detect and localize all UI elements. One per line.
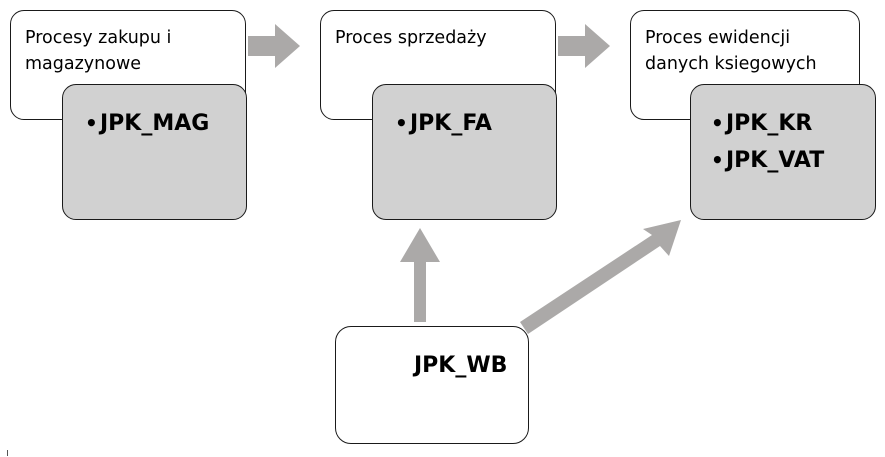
document-box-sales: •JPK_FA xyxy=(372,84,557,220)
source-label: JPK_WB xyxy=(414,353,508,378)
source-box-bank-statement: JPK_WB xyxy=(335,326,529,444)
document-label: JPK_KR xyxy=(726,111,813,136)
process-box-purchasing: Procesy zakupu i magazynowe xyxy=(10,10,246,120)
source-to-accounting-arrow xyxy=(520,220,681,334)
document-item: •JPK_FA xyxy=(395,111,492,136)
process-label-sales: Proces sprzedaży xyxy=(335,28,487,48)
process-label-purchasing: Procesy zakupu i magazynowe xyxy=(25,28,172,74)
document-label: JPK_MAG xyxy=(100,111,210,136)
document-label: JPK_VAT xyxy=(726,148,825,173)
process-flow-arrow-1 xyxy=(248,24,300,68)
document-item: •JPK_VAT xyxy=(711,148,825,173)
document-box-accounting: •JPK_KR •JPK_VAT xyxy=(690,84,876,220)
edge-tick xyxy=(7,450,8,456)
document-item: •JPK_MAG xyxy=(85,111,210,136)
document-label: JPK_FA xyxy=(410,111,492,136)
document-box-purchasing: •JPK_MAG xyxy=(62,84,247,220)
process-label-accounting: Proces ewidencji danych ksiegowych xyxy=(645,28,817,74)
source-to-sales-arrow xyxy=(400,228,440,322)
document-item: •JPK_KR xyxy=(711,111,813,136)
process-flow-arrow-2 xyxy=(558,24,610,68)
